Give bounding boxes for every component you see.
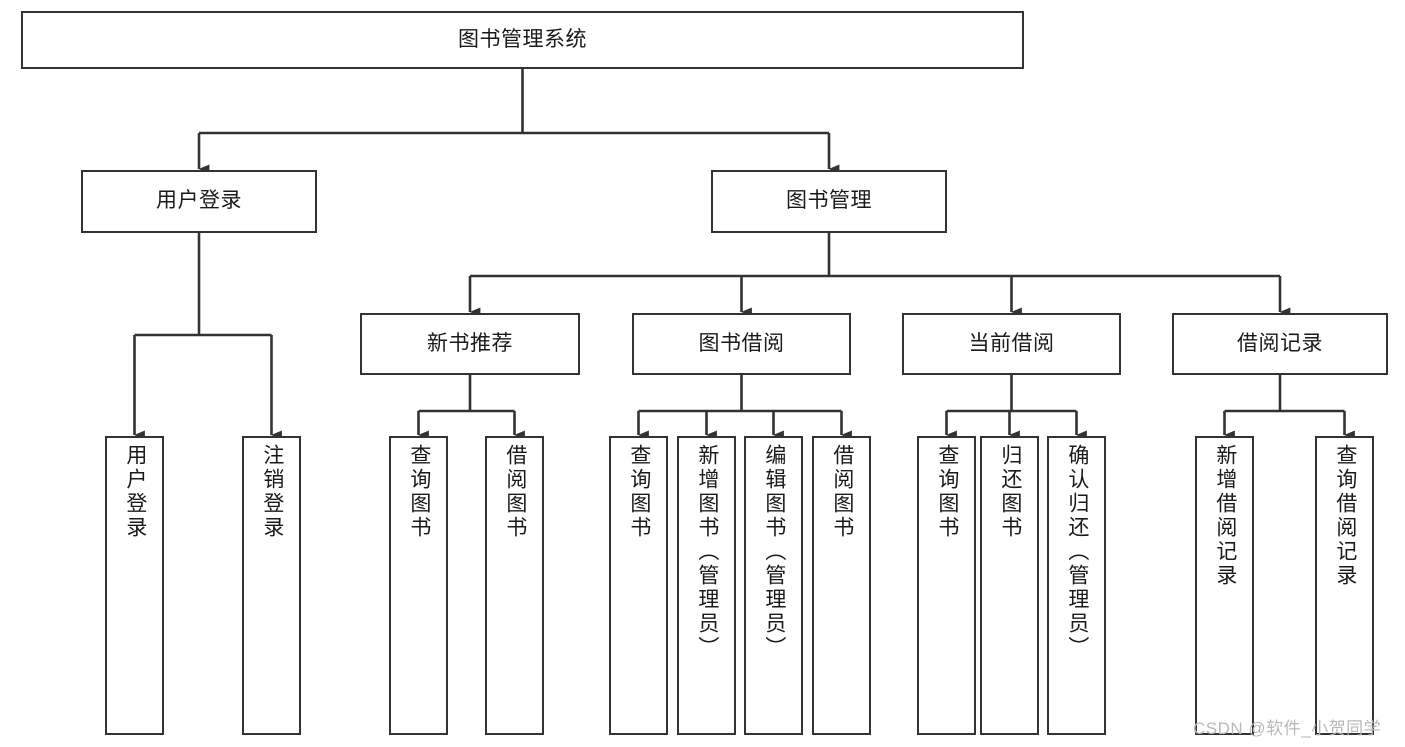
watermark: CSDN @软件_小贺同学 — [1193, 719, 1382, 738]
node-leaf-query-record[interactable]: 查询借阅记录 — [1315, 436, 1374, 735]
node-borrow-record[interactable]: 借阅记录 — [1172, 313, 1388, 375]
node-leaf-user-logout[interactable]: 注销登录 — [242, 436, 301, 735]
node-leaf-add-book-label: 新增图书（管理员） — [695, 444, 719, 660]
node-borrow-record-label: 借阅记录 — [1237, 331, 1323, 355]
node-root-label: 图书管理系统 — [458, 27, 587, 51]
node-leaf-query-book-borrow-label: 查询图书 — [627, 444, 651, 540]
node-leaf-borrow-book[interactable]: 借阅图书 — [812, 436, 871, 735]
node-root[interactable]: 图书管理系统 — [21, 11, 1024, 69]
node-book-manage-label: 图书管理 — [786, 189, 872, 213]
node-leaf-return-book[interactable]: 归还图书 — [980, 436, 1039, 735]
node-leaf-add-record[interactable]: 新增借阅记录 — [1195, 436, 1254, 735]
node-leaf-query-book-rec-label: 查询图书 — [407, 444, 431, 540]
node-leaf-confirm-return[interactable]: 确认归还（管理员） — [1047, 436, 1106, 735]
node-leaf-borrow-book-rec-label: 借阅图书 — [503, 444, 527, 540]
node-leaf-confirm-return-label: 确认归还（管理员） — [1065, 444, 1089, 660]
node-current-borrow[interactable]: 当前借阅 — [902, 313, 1121, 375]
node-leaf-edit-book[interactable]: 编辑图书（管理员） — [744, 436, 803, 735]
node-new-book-recommend[interactable]: 新书推荐 — [360, 313, 580, 375]
node-current-borrow-label: 当前借阅 — [968, 331, 1055, 355]
node-book-borrow-label: 图书借阅 — [698, 331, 785, 355]
node-leaf-query-book-current-label: 查询图书 — [935, 444, 959, 540]
node-user-login[interactable]: 用户登录 — [81, 170, 317, 233]
node-leaf-borrow-book-label: 借阅图书 — [830, 444, 854, 540]
node-leaf-query-book-current[interactable]: 查询图书 — [917, 436, 976, 735]
node-leaf-user-login[interactable]: 用户登录 — [105, 436, 164, 735]
node-leaf-query-book-rec[interactable]: 查询图书 — [389, 436, 448, 735]
node-leaf-return-book-label: 归还图书 — [998, 444, 1022, 540]
node-user-login-label: 用户登录 — [156, 189, 242, 213]
node-leaf-add-record-label: 新增借阅记录 — [1213, 444, 1237, 588]
node-leaf-query-record-label: 查询借阅记录 — [1333, 444, 1357, 588]
node-book-borrow[interactable]: 图书借阅 — [632, 313, 851, 375]
node-leaf-add-book[interactable]: 新增图书（管理员） — [677, 436, 736, 735]
node-leaf-borrow-book-rec[interactable]: 借阅图书 — [485, 436, 544, 735]
node-leaf-user-login-label: 用户登录 — [123, 444, 147, 540]
node-leaf-edit-book-label: 编辑图书（管理员） — [762, 444, 786, 660]
node-leaf-user-logout-label: 注销登录 — [260, 444, 284, 540]
node-leaf-query-book-borrow[interactable]: 查询图书 — [609, 436, 668, 735]
node-book-manage[interactable]: 图书管理 — [711, 170, 947, 233]
node-new-book-recommend-label: 新书推荐 — [427, 331, 513, 355]
